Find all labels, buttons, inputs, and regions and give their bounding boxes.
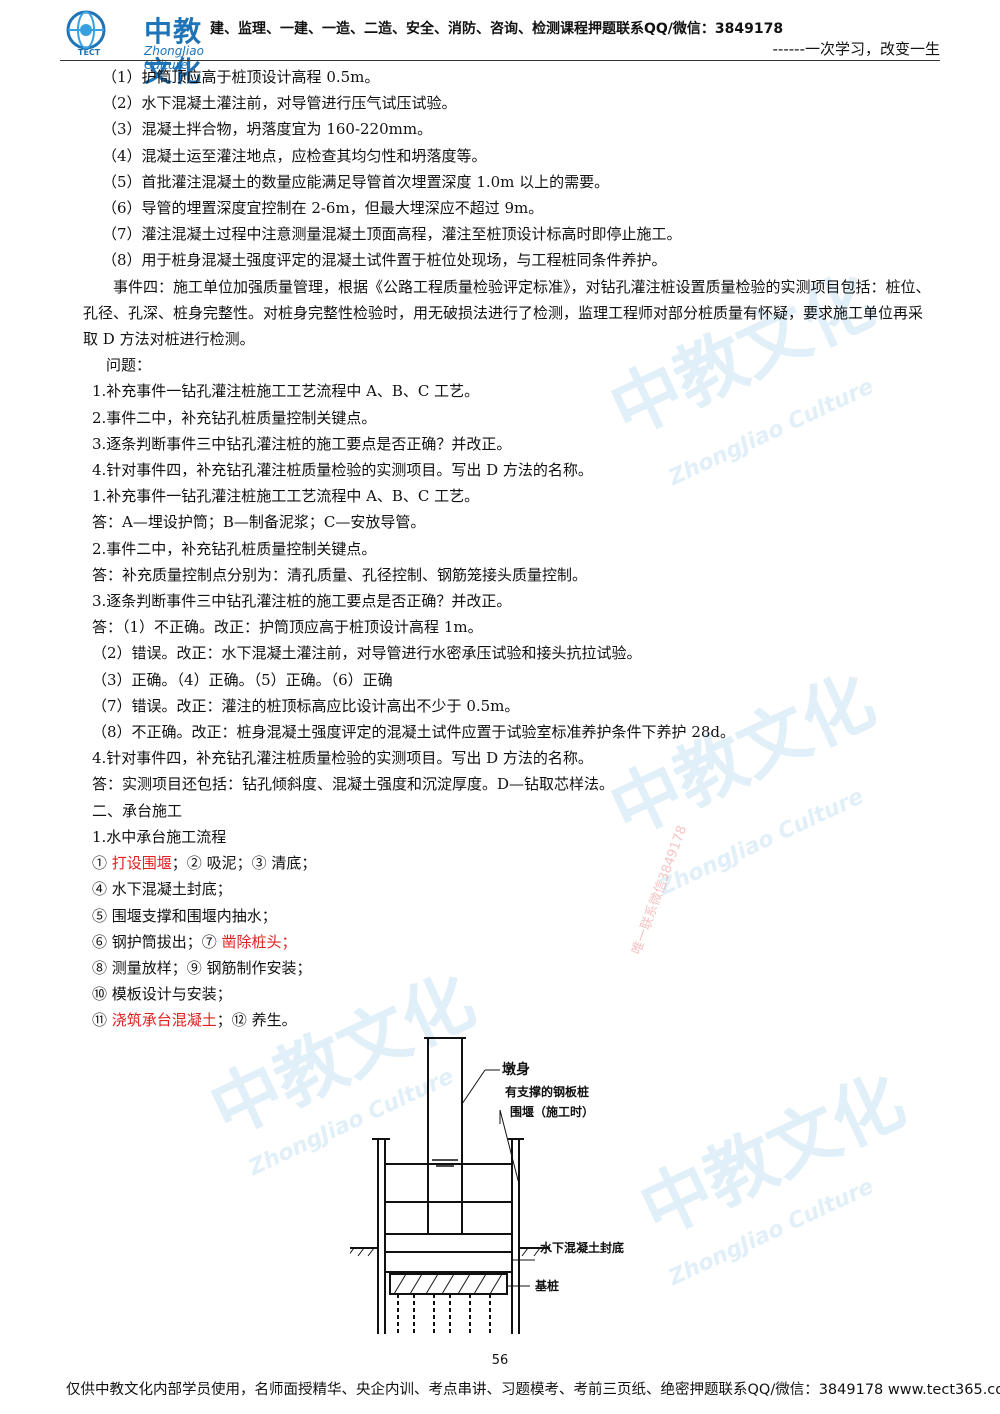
logo-tect: TECT: [78, 48, 101, 57]
question-line: 1.补充事件一钻孔灌注桩施工工艺流程中 A、B、C 工艺。: [92, 382, 480, 401]
text-line: （3）混凝土拌合物，坍落度宜为 160-220mm。: [102, 120, 433, 139]
brand-logo: 中教文化 ZhongJiao Culture TECT: [60, 8, 220, 88]
text-line: （5）首批灌注混凝土的数量应能满足导管首次埋置深度 1.0m 以上的需要。: [102, 172, 610, 191]
header-slogan: ------一次学习，改变一生: [772, 40, 940, 58]
question-line: 4.针对事件四，补充钻孔灌注桩质量检验的实测项目。写出 D 方法的名称。: [92, 461, 593, 480]
question-line: 2.事件二中，补充钻孔桩质量控制关键点。: [92, 408, 377, 427]
cofferdam-diagram: 墩身 有支撑的钢板桩 围堰（施工时） 水下混凝土封底 基桩: [347, 1034, 650, 1352]
answer-line: （8）不正确。改正：桩身混凝土强度评定的混凝土试件应置于试验室标准养护条件下养护…: [92, 723, 736, 742]
answer-line: 4.针对事件四，补充钻孔灌注桩质量检验的实测项目。写出 D 方法的名称。: [92, 749, 593, 768]
answer-line: 1.补充事件一钻孔灌注桩施工工艺流程中 A、B、C 工艺。: [92, 487, 480, 506]
answer-line: （3）正确。（4）正确。（5）正确。（6）正确: [92, 670, 393, 689]
label-cofferdam: 围堰（施工时）: [510, 1104, 594, 1119]
answer-line: 2.事件二中，补充钻孔桩质量控制关键点。: [92, 539, 377, 558]
step-line: ① 打设围堰；② 吸泥；③ 清底；: [92, 854, 317, 873]
document-body: （1）护筒顶应高于桩顶设计高程 0.5m。 （2）水下混凝土灌注前，对导管进行压…: [83, 64, 942, 1034]
text-line: （2）水下混凝土灌注前，对导管进行压气试压试验。: [102, 94, 457, 113]
cofferdam-drawing: 墩身 有支撑的钢板桩 围堰（施工时） 水下混凝土封底 基桩: [347, 1037, 624, 1334]
text-line: （1）护筒顶应高于桩顶设计高程 0.5m。: [102, 68, 380, 86]
page-number: 56: [491, 1353, 509, 1368]
label-sheet-pile: 有支撑的钢板桩: [505, 1084, 589, 1099]
answer-line: 答：实测项目还包括：钻孔倾斜度、混凝土强度和沉淀厚度。D—钻取芯样法。: [92, 775, 615, 794]
label-seal: 水下混凝土封底: [540, 1240, 624, 1255]
header-divider: [60, 60, 940, 61]
text-line: （8）用于桩身混凝土强度评定的混凝土试件置于桩位处现场，与工程桩同条件养护。: [102, 251, 667, 270]
text-line: （6）导管的埋置深度宜控制在 2-6m，但最大埋深应不超过 9m。: [102, 199, 544, 218]
step-line: ⑩ 模板设计与安装；: [92, 985, 232, 1004]
answer-line: 答：（1）不正确。改正：护筒顶应高于桩顶设计高程 1m。: [92, 618, 483, 637]
page-footer: 仅供中教文化内部学员使用，名师面授精华、央企内训、考点串讲、习题模考、考前三页纸…: [66, 1382, 1000, 1398]
watermark: 中教文化: [628, 1059, 917, 1252]
answer-line: （7）错误。改正：灌注的桩顶标高应比设计高出不少于 0.5m。: [92, 696, 520, 715]
text-line: （7）灌注混凝土过程中注意测量混凝土顶面高程，灌注至桩顶设计标高时即停止施工。: [102, 225, 682, 244]
page-header: 中教文化 ZhongJiao Culture TECT 建、监理、一建、一造、二…: [0, 0, 1000, 88]
section-subtitle: 1.水中承台施工流程: [92, 827, 227, 846]
logo-subtitle: ZhongJiao Culture: [144, 44, 204, 72]
answer-line: 答：A—埋设护筒；B—制备泥浆；C—安放导管。: [92, 513, 426, 532]
questions-title: 问题：: [106, 356, 152, 375]
header-courses: 建、监理、一建、一造、二造、安全、消防、咨询、检测课程押题联系QQ/微信：384…: [210, 21, 784, 37]
answer-line: 3.逐条判断事件三中钻孔灌注桩的施工要点是否正确？并改正。: [92, 592, 512, 611]
label-pier: 墩身: [502, 1061, 530, 1078]
step-line: ④ 水下混凝土封底；: [92, 880, 232, 899]
answer-line: （2）错误。改正：水下混凝土灌注前，对导管进行水密承压试验和接头抗拉试验。: [92, 644, 642, 663]
label-pile: 基桩: [534, 1278, 559, 1293]
question-line: 3.逐条判断事件三中钻孔灌注桩的施工要点是否正确？并改正。: [92, 434, 512, 453]
step-line: ⑧ 测量放样；⑨ 钢筋制作安装；: [92, 958, 312, 977]
globe-icon: [66, 10, 106, 50]
step-line: ⑪ 浇筑承台混凝土；⑫ 养生。: [92, 1011, 297, 1030]
watermark: ZhongJiao Culture: [665, 1174, 878, 1291]
section-title: 二、承台施工: [92, 801, 183, 820]
step-line: ⑤ 围堰支撑和围堰内抽水；: [92, 906, 277, 925]
step-line: ⑥ 钢护筒拔出；⑦ 凿除桩头；: [92, 932, 297, 951]
answer-line: 答：补充质量控制点分别为：清孔质量、孔径控制、钢筋笼接头质量控制。: [92, 565, 588, 584]
text-line: （4）混凝土运至灌注地点，应检查其均匀性和坍落度等。: [102, 146, 487, 165]
event4-paragraph: 事件四：施工单位加强质量管理，根据《公路工程质量检验评定标准》，对钻孔灌注桩设置…: [83, 277, 931, 349]
